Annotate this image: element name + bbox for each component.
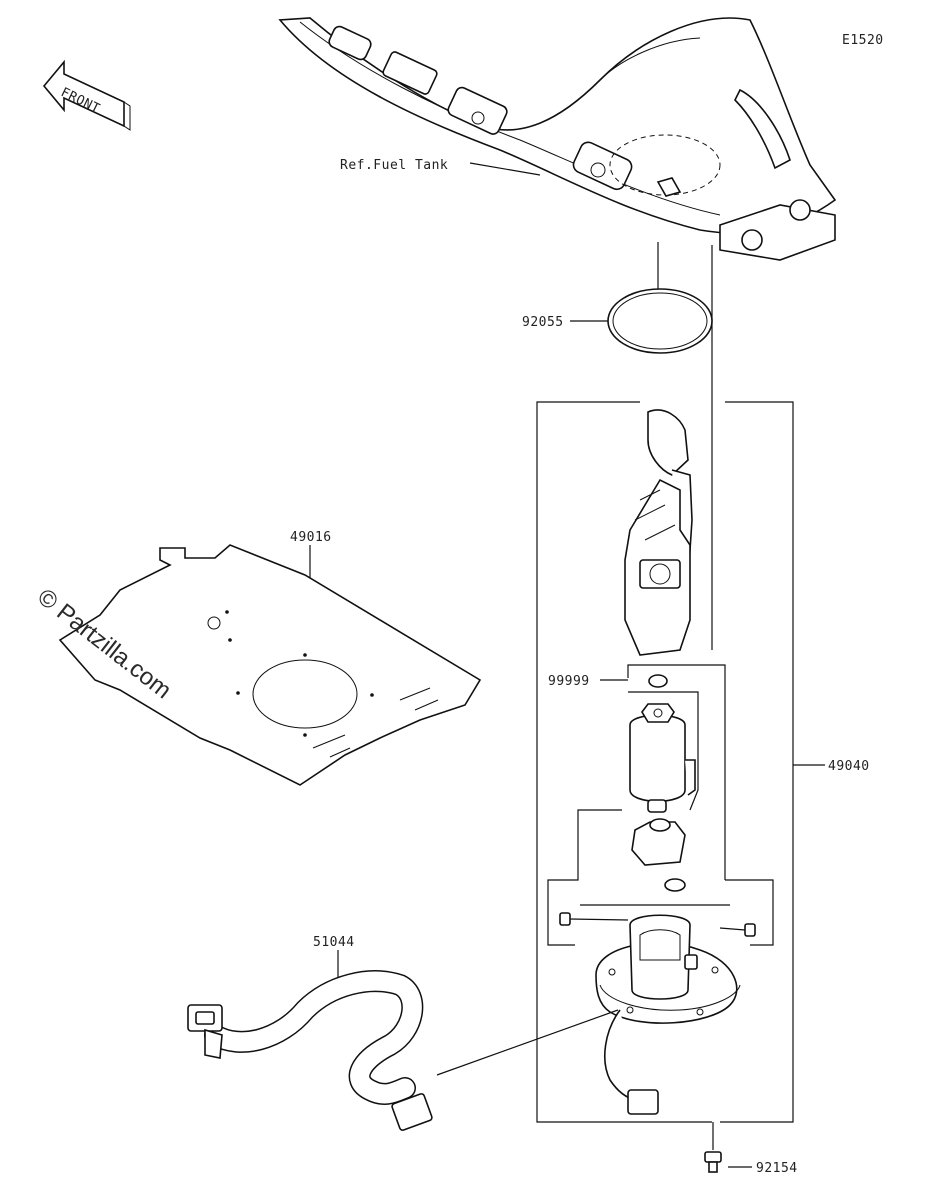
part-label-49016: 49016 <box>290 530 332 545</box>
part-label-92055: 92055 <box>522 315 564 330</box>
pump-filter <box>631 818 686 866</box>
pad-49016 <box>58 544 482 786</box>
bolt-92154 <box>704 1151 722 1173</box>
ref-fuel-tank-label: Ref.Fuel Tank <box>340 158 448 173</box>
part-label-92154: 92154 <box>756 1161 798 1176</box>
fuel-level-sender <box>624 409 693 656</box>
part-label-51044: 51044 <box>313 935 355 950</box>
small-o-ring <box>648 674 668 688</box>
screw-right <box>719 923 756 937</box>
screw-left <box>559 912 629 926</box>
assembly-bracket <box>536 401 825 1123</box>
fuel-tank-ref <box>278 17 837 261</box>
pump-base-flange <box>595 914 741 1024</box>
pump-connector <box>627 1089 659 1115</box>
diagram-code: E1520 <box>842 33 884 48</box>
ref-leader-line <box>469 162 541 176</box>
o-ring-92055 <box>607 288 713 354</box>
part-label-99999: 99999 <box>548 674 590 689</box>
wire-harness-51044 <box>187 970 433 1131</box>
pump-wire <box>604 1009 641 1101</box>
seal-ring <box>664 878 686 892</box>
fuel-pump-motor <box>629 703 696 813</box>
part-label-49040: 49040 <box>828 759 870 774</box>
harness-leader-line <box>436 1009 619 1076</box>
front-arrow-icon: FRONT <box>42 59 131 131</box>
